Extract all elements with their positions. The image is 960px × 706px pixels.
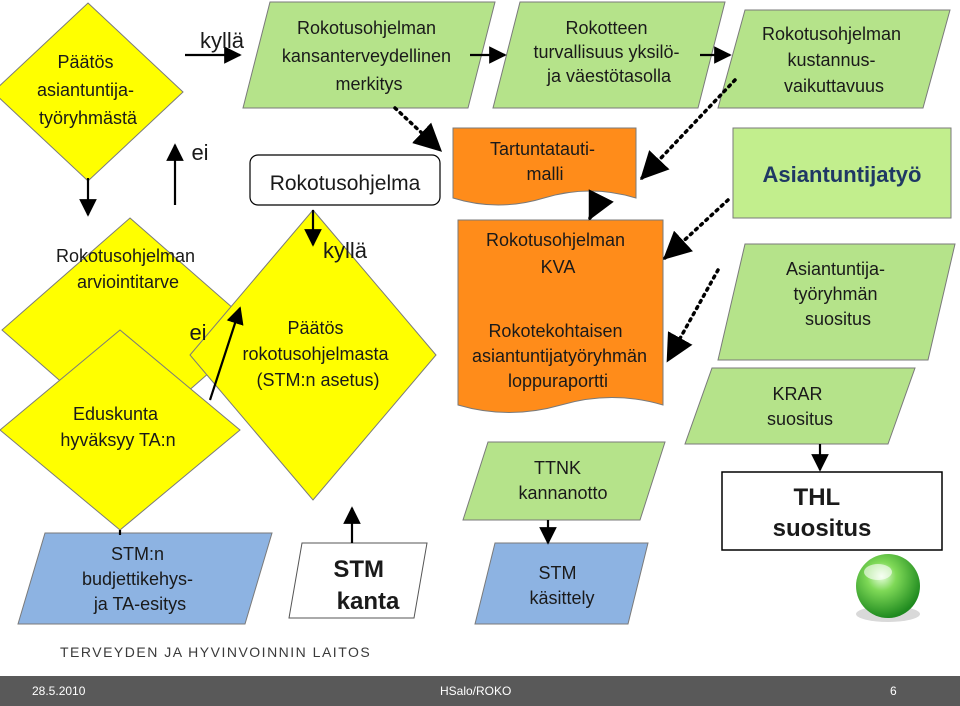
footer-bar: 28.5.2010 HSalo/ROKO 6 bbox=[0, 676, 960, 706]
dotted-arrow-national-model bbox=[393, 106, 443, 152]
dotted-arrow-group-report bbox=[666, 268, 720, 363]
krar-recommendation-box bbox=[684, 367, 916, 445]
expert-work-text: Asiantuntijatyö bbox=[763, 162, 922, 187]
program-kva-text: Rokotusohjelman KVA bbox=[486, 230, 630, 277]
stm-office-box bbox=[288, 542, 428, 619]
cost-effectiveness-box bbox=[717, 9, 951, 109]
footer-date: 28.5.2010 bbox=[32, 684, 86, 698]
ttnk-statement-text: TTNK kannanotto bbox=[518, 458, 607, 503]
thl-recommendation-box bbox=[721, 471, 943, 551]
vaccination-program-box bbox=[249, 154, 441, 206]
stm-processing-box bbox=[474, 542, 649, 625]
dotted-arrow-model-kva bbox=[588, 189, 614, 221]
footer-author: HSalo/ROKO bbox=[440, 684, 512, 698]
label-kylla-mid: kyllä bbox=[323, 238, 368, 263]
cost-effectiveness-text: Rokotusohjelman kustannus- vaikuttavuus bbox=[762, 24, 906, 96]
decision-program-text: Päätös rokotusohjelmasta (STM:n asetus) bbox=[242, 318, 393, 390]
vaccine-safety-text: Rokotteen turvallisuus yksilö- ja väestö… bbox=[533, 18, 684, 86]
stm-processing-text: STM käsittely bbox=[529, 563, 594, 608]
dotted-arrow-cost-model bbox=[640, 78, 737, 181]
vaccination-program-text: Rokotusohjelma bbox=[270, 172, 421, 195]
infection-model-box bbox=[452, 127, 637, 206]
organization-name: TERVEYDEN JA HYVINVOINNIN LAITOS bbox=[60, 644, 372, 660]
infection-model-text: Tartuntatauti- malli bbox=[490, 139, 600, 184]
stm-office-text: STM kanta bbox=[333, 556, 400, 615]
national-significance-text: Rokotusohjelman kansanterveydellinen mer… bbox=[282, 18, 456, 94]
dotted-arrow-expert-kva bbox=[662, 198, 730, 260]
program-kva-box bbox=[457, 219, 664, 413]
group-recommendation-box bbox=[717, 243, 956, 361]
footer-page-number: 6 bbox=[890, 684, 897, 698]
stm-budget-text: STM:n budjettikehys- ja TA-esitys bbox=[82, 544, 198, 614]
label-kylla-top: kyllä bbox=[200, 28, 245, 53]
national-significance-box bbox=[242, 1, 496, 109]
assessment-need-text: Rokotusohjelman arviointitarve bbox=[56, 246, 200, 292]
decision-expert-text: Päätös asiantuntija- työryhmästä bbox=[37, 52, 139, 128]
group-recommendation-text: Asiantuntija- työryhmän suositus bbox=[786, 259, 890, 329]
label-ei-mid: ei bbox=[189, 320, 206, 345]
vaccine-safety-box bbox=[492, 1, 726, 109]
expert-work-box bbox=[732, 127, 952, 219]
stm-budget-box bbox=[17, 532, 273, 625]
arrow-ei-mid bbox=[208, 306, 244, 401]
label-ei-top: ei bbox=[191, 140, 208, 165]
green-sphere-logo-icon bbox=[856, 554, 920, 622]
parliament-text: Eduskunta hyväksyy TA:n bbox=[60, 404, 175, 450]
thl-recommendation-text: THL suositus bbox=[773, 484, 872, 542]
krar-recommendation-text: KRAR suositus bbox=[767, 384, 833, 429]
final-report-text: Rokotekohtaisen asiantuntijatyöryhmän lo… bbox=[472, 321, 652, 391]
ttnk-statement-box bbox=[462, 441, 666, 521]
